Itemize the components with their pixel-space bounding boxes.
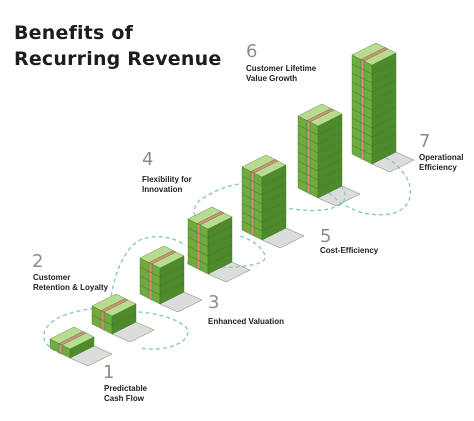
stack-4-band-3 — [196, 241, 201, 253]
stack-5-band-6 — [250, 180, 255, 192]
benefit-3-label-line-1: Enhanced Valuation — [208, 317, 285, 326]
benefit-6-label: Customer Lifetime Value Growth — [246, 64, 316, 84]
stack-5-band-1 — [250, 225, 255, 237]
benefit-4-label-line-2: Innovation — [142, 185, 183, 194]
stack-7-top-band — [360, 47, 389, 62]
stack-2-band-1 — [100, 319, 105, 331]
stack-3-band-3 — [148, 271, 153, 283]
stack-6-top-band — [306, 108, 335, 123]
stack-6-band-5 — [306, 147, 311, 159]
stack-6-band-8 — [306, 120, 311, 132]
benefit-1-label: Predictable Cash Flow — [104, 384, 147, 404]
stack-7-band-7 — [360, 95, 365, 107]
benefit-2-label: Customer Retention & Loyalty — [33, 273, 108, 293]
benefit-4-label: Flexibility for Innovation — [142, 175, 192, 195]
stack-4-band-1 — [196, 259, 201, 271]
benefit-2-label-line-2: Retention & Loyalty — [33, 283, 109, 292]
stack-7-band-3 — [360, 131, 365, 143]
stack-3-band-2 — [148, 280, 153, 292]
stack-6-band-7 — [306, 129, 311, 141]
stack-5-band-3 — [250, 207, 255, 219]
stack-7-band-6 — [360, 104, 365, 116]
benefit-4-label-line-1: Flexibility for — [142, 175, 192, 184]
money-stack-1 — [49, 326, 95, 359]
benefit-1-number: 1 — [103, 362, 115, 383]
money-stack-4 — [187, 206, 233, 275]
stack-5-band-4 — [250, 198, 255, 210]
stack-7-band-5 — [360, 113, 365, 125]
stack-2-top-band — [100, 298, 129, 313]
benefit-7-label: Operational Efficiency — [419, 153, 463, 173]
stack-6-band-4 — [306, 156, 311, 168]
benefit-2-number: 2 — [32, 251, 44, 272]
stack-7-band-1 — [360, 149, 365, 161]
stack-6-band-6 — [306, 138, 311, 150]
benefit-6-number: 6 — [246, 41, 258, 62]
stack-2-band-2 — [100, 310, 105, 322]
stack-4-band-2 — [196, 250, 201, 262]
benefit-2-label-line-1: Customer — [33, 273, 71, 282]
money-stack-2 — [91, 293, 137, 335]
benefit-3-label: Enhanced Valuation — [208, 317, 284, 327]
benefit-7-label-line-2: Efficiency — [419, 163, 457, 172]
benefit-6-label-line-2: Value Growth — [246, 74, 298, 83]
title-line-2: Recurring Revenue — [14, 48, 222, 70]
stack-7-band-8 — [360, 86, 365, 98]
benefit-7-number: 7 — [419, 131, 431, 152]
money-stack-6 — [297, 103, 343, 199]
stack-6-band-3 — [306, 165, 311, 177]
stack-1-top-band — [58, 331, 87, 346]
stack-7-band-2 — [360, 140, 365, 152]
benefit-1-label-line-2: Cash Flow — [104, 394, 145, 403]
stack-7-band-10 — [360, 68, 365, 80]
money-stack-5 — [241, 154, 287, 241]
stack-7-band-11 — [360, 59, 365, 71]
stack-4-top-band — [196, 211, 225, 226]
stack-4-band-4 — [196, 232, 201, 244]
stack-6-band-2 — [306, 174, 311, 186]
stack-1-band-1 — [58, 343, 63, 355]
benefit-6-label-line-1: Customer Lifetime — [246, 64, 317, 73]
stack-7-band-9 — [360, 77, 365, 89]
stack-5-band-5 — [250, 189, 255, 201]
stack-5-band-7 — [250, 171, 255, 183]
benefit-3-number: 3 — [208, 292, 220, 313]
stack-7-band-4 — [360, 122, 365, 134]
stack-5-top-band — [250, 159, 279, 174]
stack-5-band-2 — [250, 216, 255, 228]
benefit-5-label: Cost-Efficiency — [320, 246, 378, 256]
benefit-7-label-line-1: Operational — [419, 153, 464, 162]
benefit-5-label-line-1: Cost-Efficiency — [320, 246, 379, 255]
benefit-4-number: 4 — [142, 149, 154, 170]
money-stack-7 — [351, 42, 397, 165]
stack-3-top-band — [148, 250, 177, 265]
stack-6-band-1 — [306, 183, 311, 195]
benefit-5-number: 5 — [320, 226, 332, 247]
benefit-1-label-line-1: Predictable — [104, 384, 148, 393]
title-line-1: Benefits of — [14, 22, 134, 44]
money-stack-3 — [139, 245, 185, 305]
stack-3-band-1 — [148, 289, 153, 301]
stack-4-band-5 — [196, 223, 201, 235]
page-title: Benefits of Recurring Revenue — [14, 20, 221, 72]
stack-3-band-4 — [148, 262, 153, 274]
